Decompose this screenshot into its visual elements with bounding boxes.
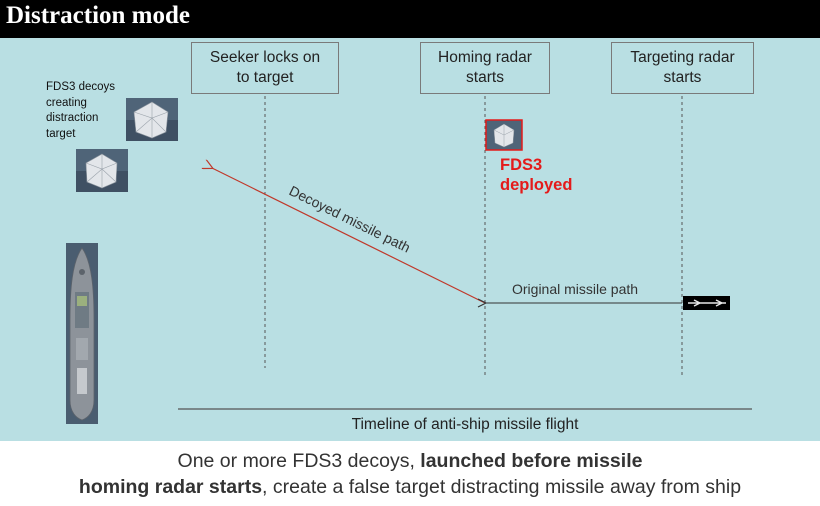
ship-image xyxy=(66,243,98,424)
phase-box-targeting-radar: Targeting radar starts xyxy=(611,42,754,94)
decoyed-path-arrow xyxy=(212,168,486,304)
missile-image xyxy=(683,296,730,310)
page-title: Distraction mode xyxy=(6,2,190,29)
decoy-image-1 xyxy=(126,98,178,141)
title-bar: Distraction mode xyxy=(0,0,820,38)
caption-line2-bold: homing radar starts xyxy=(78,476,263,499)
deployed-label: FDS3 deployed xyxy=(500,156,573,194)
deployed-decoy-image xyxy=(485,119,523,151)
phase-box-homing-radar: Homing radar starts xyxy=(420,42,550,94)
caption: One or more FDS3 decoys, launched before… xyxy=(0,448,820,501)
decoy-image-2 xyxy=(76,149,128,192)
timeline-label: Timeline of anti-ship missile flight xyxy=(351,416,579,433)
caption-line1-bold: launched before missile xyxy=(420,450,643,472)
original-path-label: Original missile path xyxy=(512,281,638,297)
caption-line2-text: , create a false target distracting miss… xyxy=(262,476,742,499)
decoyed-path-label: Decoyed missile path xyxy=(287,182,413,255)
caption-line1-text: One or more FDS3 decoys, xyxy=(177,450,421,472)
phase-box-seeker-lock: Seeker locks on to target xyxy=(191,42,339,94)
decoy-label: FDS3 decoys creating distraction target xyxy=(46,81,116,140)
